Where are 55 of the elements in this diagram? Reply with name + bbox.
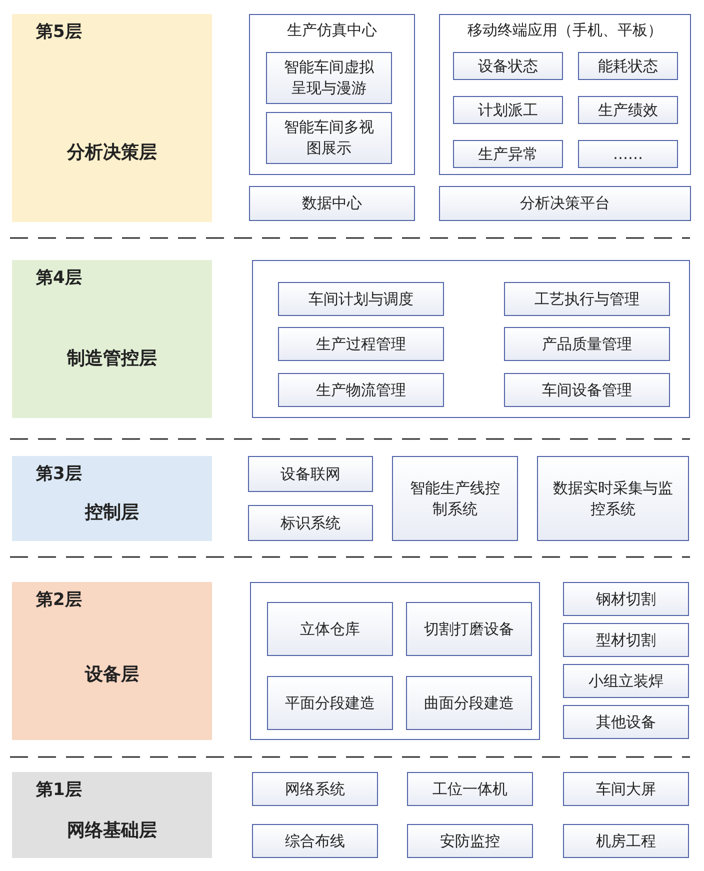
module-box: 数据实时采集与监控系统 [537,456,689,541]
layer-panel [12,456,212,541]
layer-number: 第4层 [36,267,82,289]
module-box: 智能车间多视图展示 [266,112,392,164]
module-box: 设备状态 [453,52,563,80]
module-box: 立体仓库 [267,602,393,656]
module-box: 智能生产线控制系统 [392,456,518,541]
group-panel [249,14,415,175]
layer-name: 设备层 [84,663,140,686]
layer-panel [12,772,212,858]
module-box: 工位一体机 [407,772,533,806]
module-box: 安防监控 [407,824,533,858]
module-box: 切割打磨设备 [406,602,532,656]
module-box: 生产物流管理 [278,373,444,407]
module-box: 曲面分段建造 [406,676,532,730]
module-box: 生产过程管理 [278,327,444,361]
module-box: 钢材切割 [563,582,689,616]
module-box: 数据中心 [249,186,415,221]
layer-panel [12,582,212,740]
module-box: 型材切割 [563,623,689,657]
layer-number: 第3层 [36,463,82,485]
module-box: 机房工程 [563,824,689,858]
group-title: 移动终端应用（手机、平板） [466,21,664,40]
layer-number: 第2层 [36,589,82,611]
layer-name: 分析决策层 [66,141,158,164]
group-panel [252,260,690,418]
module-box: …… [578,140,678,168]
module-box: 其他设备 [563,705,689,739]
module-box: 综合布线 [252,824,378,858]
module-box: 设备联网 [248,456,373,492]
layer-name: 网络基础层 [66,819,158,842]
layer-number: 第5层 [36,21,82,43]
layer-name: 制造管控层 [66,347,158,370]
layer-panel [12,260,212,418]
module-box: 工艺执行与管理 [504,282,670,316]
layer-panel [12,14,212,222]
group-panel [439,14,691,175]
module-box: 智能车间虚拟呈现与漫游 [266,52,392,104]
module-box: 小组立装焊 [563,664,689,698]
layer-number: 第1层 [36,779,82,801]
module-box: 网络系统 [252,772,378,806]
module-box: 车间大屏 [563,772,689,806]
module-box: 生产绩效 [578,96,678,124]
layer-name: 控制层 [84,501,140,524]
module-box: 生产异常 [453,140,563,168]
module-box: 标识系统 [248,505,373,541]
group-title: 生产仿真中心 [286,21,378,40]
module-box: 计划派工 [453,96,563,124]
module-box: 车间计划与调度 [278,282,444,316]
module-box: 平面分段建造 [267,676,393,730]
module-box: 能耗状态 [578,52,678,80]
module-box: 产品质量管理 [504,327,670,361]
module-box: 车间设备管理 [504,373,670,407]
group-panel [250,582,540,740]
module-box: 分析决策平台 [439,186,691,221]
